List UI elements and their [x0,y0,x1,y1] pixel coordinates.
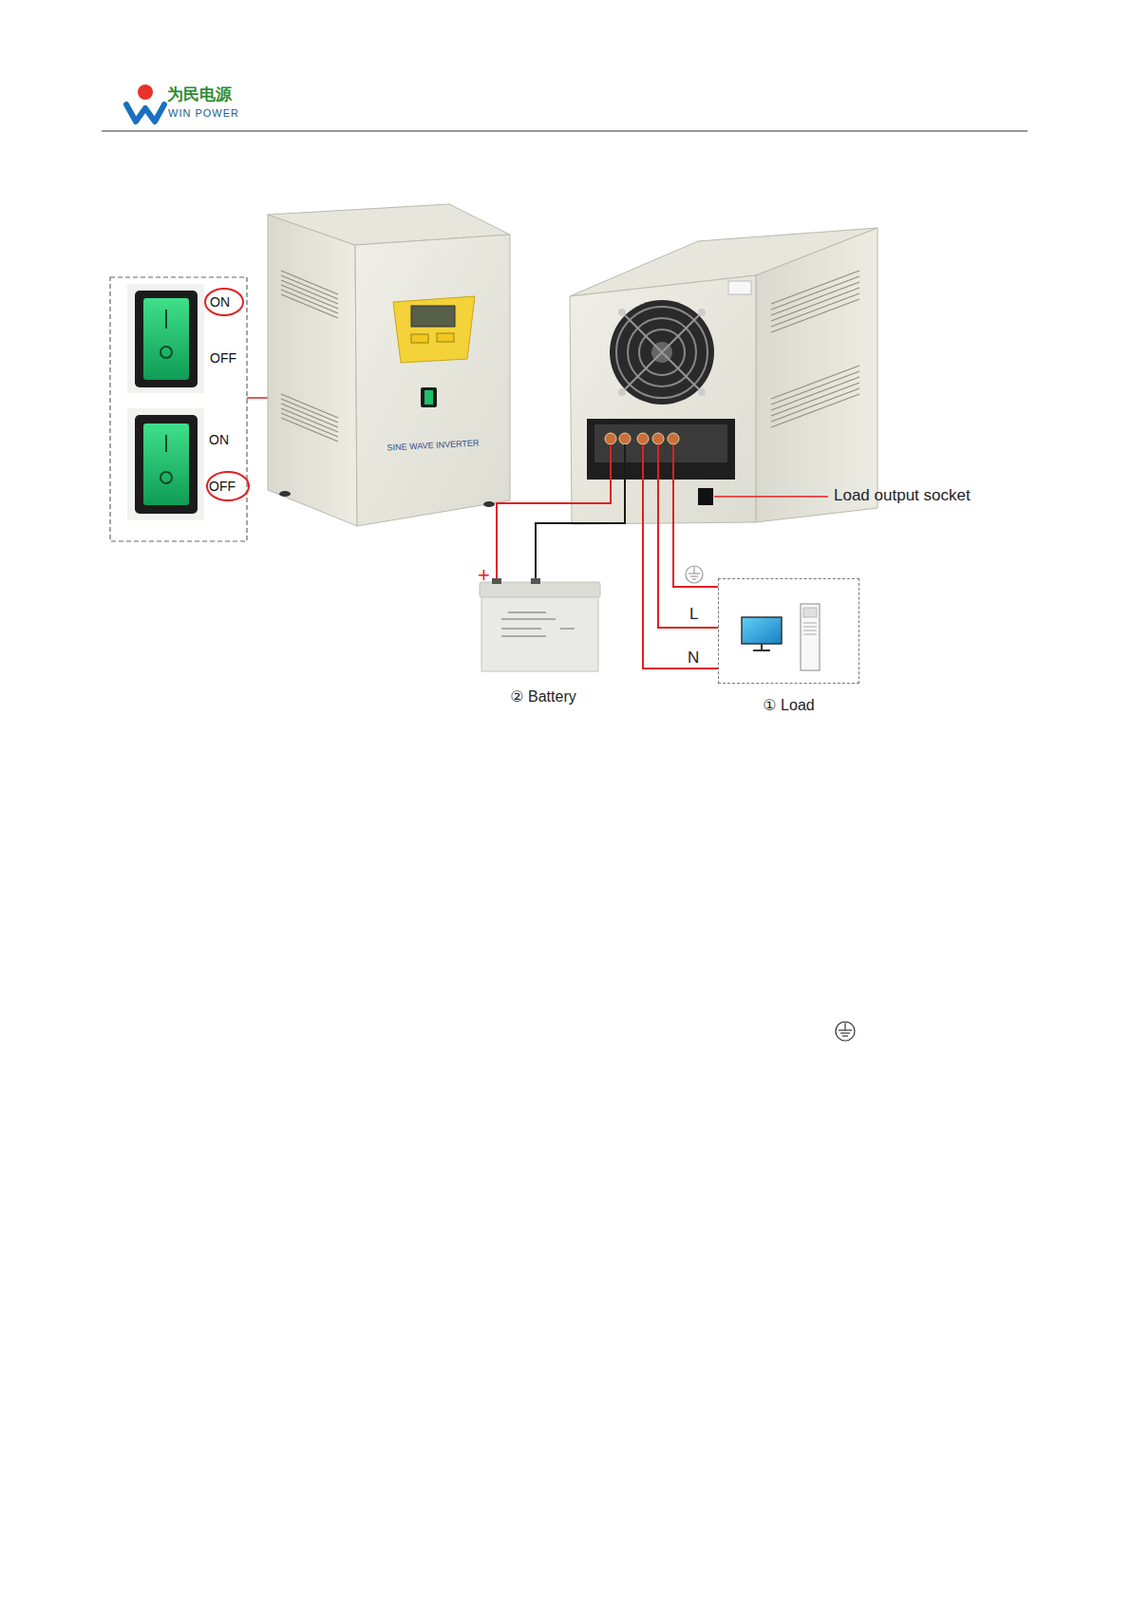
load-devices [741,603,820,671]
wire-name: L [689,604,699,623]
load-box: ① Load [717,578,860,716]
battery [479,578,601,672]
brand-name: 为民电源 [167,85,232,104]
dashed-outline [717,578,860,684]
switch-state: ON [209,293,253,311]
switch-photo: ON OFF [127,408,253,521]
ground-symbol [685,566,703,584]
header-rule [101,131,1028,133]
switch-photo: ON OFF [127,283,253,394]
battery: ② Battery [474,575,612,707]
wire-name: N [687,648,699,667]
battery-area [474,575,612,675]
brand-name: WIN POWER [168,107,240,120]
switch-state: ON [208,431,253,449]
callout-label: Load output socket [833,486,971,505]
switch-state: OFF [208,477,253,495]
inverter-rear [569,227,878,525]
logo [126,84,165,122]
callout-label: ② Battery [474,687,612,707]
polarity-sign: + [477,564,491,587]
switch-state: OFF [209,349,253,367]
inverter-front [267,204,510,527]
ground-symbol [835,1021,855,1041]
callout-label: ① Load [717,696,860,716]
